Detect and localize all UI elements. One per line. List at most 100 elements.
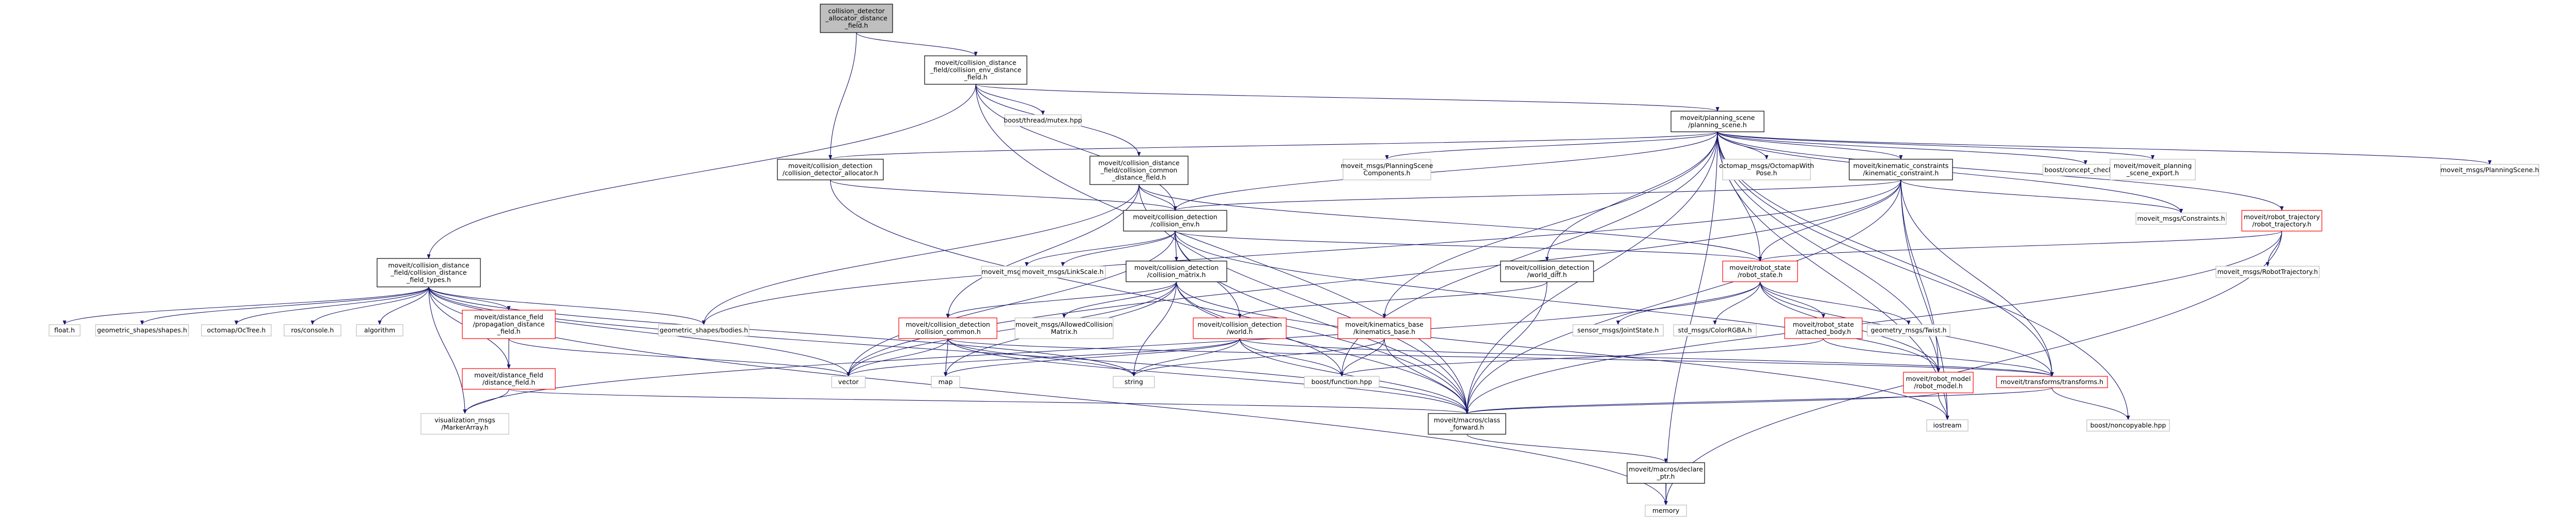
node-box bbox=[1337, 317, 1431, 339]
edge-kin-constraint-to-class-fwd bbox=[1465, 179, 1901, 414]
node-iostream[interactable]: iostream bbox=[1926, 419, 1969, 432]
node-box bbox=[1627, 462, 1705, 484]
node-cdfc[interactable]: moveit/collision_distance_field/collisio… bbox=[1089, 156, 1189, 185]
edge-psc-to-iostream bbox=[1717, 131, 1949, 420]
edge-cdft-to-geo-bodies bbox=[428, 286, 706, 325]
node-marker-array[interactable]: visualization_msgs/MarkerArray.h bbox=[420, 413, 509, 435]
node-psc[interactable]: moveit/planning_scene/planning_scene.h bbox=[1671, 111, 1765, 132]
node-box bbox=[1867, 324, 1950, 337]
node-declare-ptr[interactable]: moveit/macros/declare_ptr.h bbox=[1627, 462, 1705, 484]
node-label: moveit/macros/class bbox=[1434, 416, 1500, 424]
node-box bbox=[201, 324, 272, 337]
node-df[interactable]: moveit/distance_field/distance_field.h bbox=[462, 368, 556, 390]
node-label: moveit/kinematic_constraints bbox=[1853, 162, 1949, 170]
node-cenv-df[interactable]: moveit/collision_distance_field/collisio… bbox=[924, 55, 1027, 85]
node-boost-mutex[interactable]: boost/thread/mutex.hpp bbox=[1004, 114, 1082, 127]
node-kin-constraint[interactable]: moveit/kinematic_constraints/kinematic_c… bbox=[1849, 159, 1953, 180]
node-ps-export[interactable]: moveit/moveit_planning_scene_export.h bbox=[2110, 159, 2196, 180]
node-geo-bodies[interactable]: geometric_shapes/bodies.h bbox=[658, 324, 750, 337]
edge-psc-to-kin-constraint bbox=[1717, 131, 1903, 160]
node-boost-noncopy[interactable]: boost/noncopyable.hpp bbox=[2086, 419, 2170, 432]
edge-robot-state-to-attached-body bbox=[1759, 281, 1825, 318]
edge-df-to-marker-array bbox=[463, 389, 509, 414]
edge-cenv-to-link-scale bbox=[1061, 231, 1176, 267]
node-box bbox=[420, 413, 509, 435]
node-label: moveit_msgs/LinkScale.h bbox=[1022, 268, 1103, 276]
node-map[interactable]: map bbox=[931, 376, 960, 388]
edge-root-to-cenv-df bbox=[856, 32, 978, 56]
edge-kin-constraint-to-geo-bodies bbox=[702, 179, 1901, 325]
node-label: Pose.h bbox=[1756, 169, 1777, 177]
node-kin-base[interactable]: moveit/kinematics_base/kinematics_base.h bbox=[1337, 317, 1431, 339]
node-box bbox=[49, 324, 81, 337]
node-label: /world.h bbox=[1227, 328, 1253, 335]
node-twist[interactable]: geometry_msgs/Twist.h bbox=[1867, 324, 1950, 337]
edge-psc-to-memory bbox=[1664, 131, 1718, 506]
node-label: /distance_field.h bbox=[482, 378, 535, 386]
node-msg-constraints[interactable]: moveit_msgs/Constraints.h bbox=[2135, 212, 2227, 225]
node-box bbox=[1673, 324, 1757, 337]
edge-cdft-to-algorithm bbox=[378, 286, 429, 325]
node-label: moveit_msgs/Constraints.h bbox=[2137, 215, 2225, 222]
node-box bbox=[831, 376, 866, 388]
node-algorithm[interactable]: algorithm bbox=[356, 324, 403, 337]
node-world-diff[interactable]: moveit/collision_detection/world_diff.h bbox=[1500, 261, 1594, 282]
node-label: _ptr.h bbox=[1657, 472, 1675, 480]
node-vector[interactable]: vector bbox=[831, 376, 866, 388]
edge-kin-base-to-class-fwd bbox=[1384, 338, 1469, 414]
edge-psc-to-world-diff bbox=[1545, 131, 1718, 262]
node-robot-traj[interactable]: moveit/robot_trajectory/robot_trajectory… bbox=[2241, 210, 2322, 232]
node-box bbox=[1926, 419, 1969, 432]
node-label: geometric_shapes/bodies.h bbox=[660, 326, 748, 334]
edge-robot-state-to-joint-state bbox=[1616, 281, 1761, 325]
node-world[interactable]: moveit/collision_detection/world.h bbox=[1193, 317, 1287, 339]
node-robot-model[interactable]: moveit/robot_model/robot_model.h bbox=[1903, 372, 1974, 393]
node-label: /MarkerArray.h bbox=[441, 423, 488, 431]
node-cmatrix[interactable]: moveit/collision_detection/collision_mat… bbox=[1126, 261, 1227, 282]
node-label: /kinematic_constraint.h bbox=[1863, 169, 1939, 177]
node-cenv[interactable]: moveit/collision_detection/collision_env… bbox=[1123, 210, 1227, 232]
node-rosconsole[interactable]: ros/console.h bbox=[284, 324, 341, 337]
node-cc[interactable]: moveit/collision_detection/collision_com… bbox=[898, 317, 997, 339]
node-cdalloc[interactable]: moveit/collision_detection/collision_det… bbox=[777, 159, 884, 180]
node-joint-state[interactable]: sensor_msgs/JointState.h bbox=[1572, 324, 1664, 337]
node-boost-function[interactable]: boost/function.hpp bbox=[1304, 376, 1380, 388]
node-transforms[interactable]: moveit/transforms/transforms.h bbox=[1996, 376, 2108, 388]
node-color-rgba[interactable]: std_msgs/ColorRGBA.h bbox=[1673, 324, 1757, 337]
node-label: moveit/collision_detection bbox=[1133, 213, 1217, 221]
node-class-fwd[interactable]: moveit/macros/class_forward.h bbox=[1428, 413, 1506, 435]
node-label: visualization_msgs bbox=[434, 416, 495, 424]
node-msg-robot-traj[interactable]: moveit_msgs/RobotTrajectory.h bbox=[2215, 266, 2320, 278]
edge-cc-to-class-fwd bbox=[947, 338, 1469, 414]
edge-kin-constraint-to-robot-model bbox=[1900, 179, 1941, 373]
edge-psc-to-cenv bbox=[1173, 131, 1718, 211]
edge-cmatrix-to-class-fwd bbox=[1176, 281, 1469, 414]
node-label: moveit_msgs/PlanningScene.h bbox=[2441, 166, 2539, 174]
node-msg-planning-scene[interactable]: moveit_msgs/PlanningScene.h bbox=[2440, 164, 2539, 176]
node-link-scale[interactable]: moveit_msgs/LinkScale.h bbox=[1020, 266, 1106, 278]
node-root[interactable]: collision_detector_allocator_distance_fi… bbox=[820, 4, 893, 33]
node-label: octomap/OcTree.h bbox=[207, 326, 266, 334]
edge-class-fwd-to-declare-ptr bbox=[1466, 434, 1668, 463]
node-octree[interactable]: octomap/OcTree.h bbox=[201, 324, 272, 337]
node-cdft[interactable]: moveit/collision_distance_field/collisio… bbox=[377, 258, 481, 287]
node-geo-shapes[interactable]: geometric_shapes/shapes.h bbox=[95, 324, 189, 337]
node-string[interactable]: string bbox=[1113, 376, 1155, 388]
node-memory[interactable]: memory bbox=[1645, 505, 1687, 517]
node-label: moveit/collision_detection bbox=[788, 162, 872, 170]
node-box bbox=[1126, 261, 1227, 282]
node-boost-concept[interactable]: boost/concept_check.hpp bbox=[2042, 164, 2129, 176]
edge-world-to-map bbox=[944, 338, 1240, 377]
node-box bbox=[1849, 159, 1953, 180]
node-attached-body[interactable]: moveit/robot_state/attached_body.h bbox=[1784, 317, 1863, 339]
node-float[interactable]: float.h bbox=[49, 324, 81, 337]
edge-cenv-to-vector bbox=[847, 231, 1176, 377]
node-label: _distance_field.h bbox=[1112, 174, 1166, 181]
node-label: boost/noncopyable.hpp bbox=[2090, 421, 2166, 429]
node-robot-state[interactable]: moveit/robot_state/robot_state.h bbox=[1722, 261, 1798, 282]
node-prop-df[interactable]: moveit/distance_field/propagation_distan… bbox=[462, 310, 556, 339]
node-label: moveit/collision_detection bbox=[905, 320, 990, 328]
